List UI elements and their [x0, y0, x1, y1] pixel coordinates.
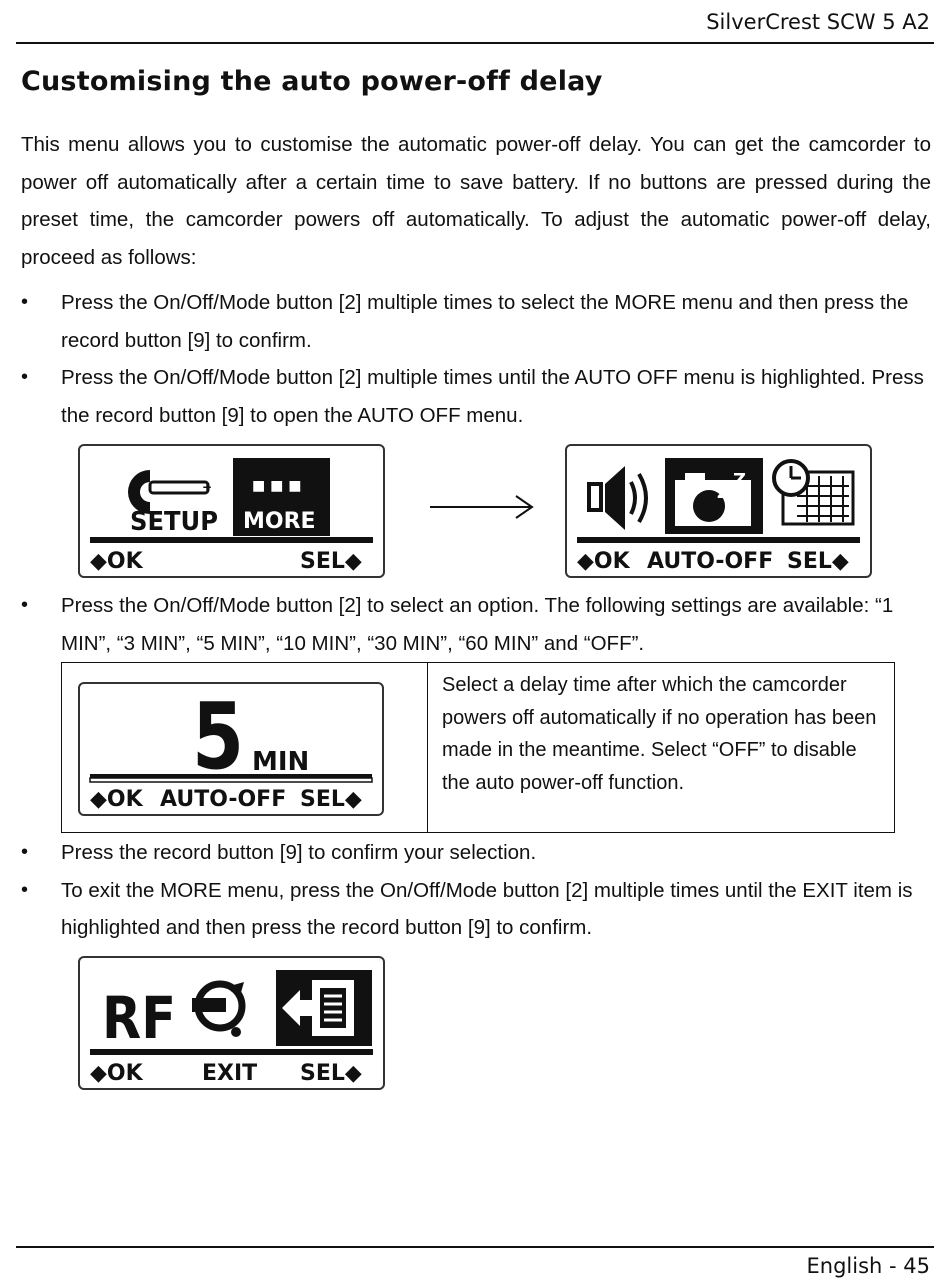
auto-off-title: AUTO-OFF [647, 549, 773, 574]
sel-label: SEL◆ [300, 787, 362, 812]
bullet-list-2: • Press the On/Off/Mode button [2] to sel… [21, 587, 931, 662]
sel-label: SEL◆ [300, 1061, 362, 1086]
progress-bar-fill [89, 777, 373, 783]
progress-bar [90, 537, 373, 543]
section-title: Customising the auto power-off delay [21, 66, 603, 97]
list-item-text: Press the On/Off/Mode button [2] multipl… [61, 291, 909, 352]
footer-rule [16, 1246, 934, 1248]
setup-label: SETUP [130, 507, 218, 537]
auto-off-title: AUTO-OFF [160, 787, 286, 812]
list-item: • Press the On/Off/Mode button [2] to sel… [21, 587, 931, 662]
bullet-dot: • [21, 366, 29, 388]
intro-paragraph: This menu allows you to customise the au… [21, 133, 931, 269]
rf-label: RF [102, 984, 176, 1052]
list-item: • Press the On/Off/Mode button [2] multip… [21, 284, 931, 359]
exit-icon [282, 980, 354, 1036]
lcd-screen-auto-off-menu: z Z ◆OK AUTO-OFF SEL◆ [565, 444, 872, 578]
ok-label: ◆OK [90, 549, 144, 574]
calendar-clock-icon [772, 459, 855, 526]
delay-value: 5 [192, 684, 244, 790]
key-icon: + [128, 470, 212, 514]
bullet-list-3: • Press the record button [9] to confirm … [21, 834, 931, 947]
lcd-screen-delay-value: 5 MIN ◆OK AUTO-OFF SEL◆ [78, 682, 384, 816]
sel-label: SEL◆ [300, 549, 362, 574]
bullet-dot: • [21, 878, 29, 901]
ok-label: ◆OK [577, 549, 631, 574]
wrench-reset-icon [192, 980, 246, 1037]
more-dots: ■ ■ ■ [252, 478, 301, 494]
svg-text:+: + [202, 480, 212, 494]
list-item-text: Press the record button [9] to confirm y… [61, 841, 537, 864]
lcd-screen-more-menu: + SETUP ■ ■ ■ MORE ◆OK SEL◆ [78, 444, 385, 578]
ok-label: ◆OK [90, 787, 144, 812]
delay-unit: MIN [252, 747, 309, 777]
list-item: • Press the record button [9] to confirm … [21, 834, 931, 872]
sleep-z-large: Z [733, 470, 746, 491]
list-item-text: Press the On/Off/Mode button [2] multipl… [61, 366, 924, 427]
list-item-text: To exit the MORE menu, press the On/Off/… [61, 878, 913, 940]
lcd-screen-exit-menu: RF ◆OK EXIT SEL◆ [78, 956, 385, 1090]
sleep-z-small: z [717, 483, 726, 502]
list-item: • Press the On/Off/Mode button [2] multip… [21, 359, 931, 434]
table-cell-description: Select a delay time after which the camc… [442, 674, 877, 794]
page-number: English - 45 [806, 1254, 930, 1278]
more-highlight [233, 458, 330, 536]
arrow-right-icon [430, 495, 534, 519]
progress-bar [577, 537, 860, 543]
progress-bar [90, 774, 372, 778]
bullet-list-1: • Press the On/Off/Mode button [2] multip… [21, 284, 931, 434]
speaker-icon [587, 466, 648, 530]
exit-title: EXIT [202, 1061, 257, 1086]
more-label: MORE [243, 509, 316, 534]
info-table: 5 MIN ◆OK AUTO-OFF SEL◆ Select a delay t… [61, 662, 895, 833]
page-header-brand: SilverCrest SCW 5 A2 [706, 10, 930, 34]
list-item-text: Press the On/Off/Mode button [2] to sele… [61, 594, 894, 655]
bullet-dot: • [21, 841, 29, 863]
bullet-dot: • [21, 594, 29, 616]
header-rule [16, 42, 934, 44]
progress-bar [90, 1049, 373, 1055]
ok-label: ◆OK [90, 1061, 144, 1086]
bullet-dot: • [21, 291, 29, 313]
sel-label: SEL◆ [787, 549, 849, 574]
table-cell-image: 5 MIN ◆OK AUTO-OFF SEL◆ [62, 663, 428, 832]
camera-sleep-icon: z Z [675, 470, 751, 526]
list-item: • To exit the MORE menu, press the On/Off… [21, 872, 931, 947]
